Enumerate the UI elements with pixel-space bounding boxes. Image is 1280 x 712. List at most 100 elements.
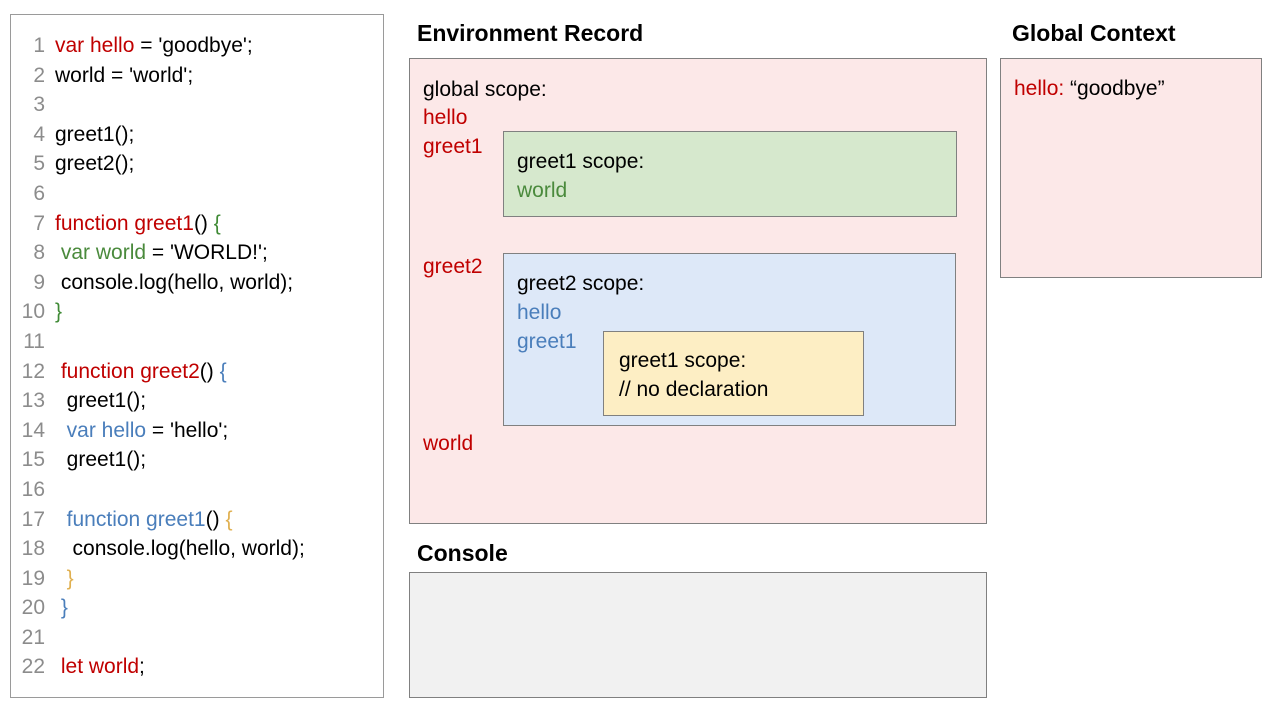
code-token: {: [207, 211, 221, 235]
code-token: greet1();: [55, 122, 135, 146]
code-line[interactable]: 19 }: [11, 564, 383, 594]
code-line[interactable]: 11: [11, 327, 383, 357]
code-line[interactable]: 1 var hello = 'goodbye';: [11, 31, 383, 61]
line-number: 21: [21, 625, 45, 649]
code-token: console.log(hello, world);: [72, 537, 305, 561]
code-line[interactable]: 10}: [11, 297, 383, 327]
code-text: greet1();: [55, 386, 146, 416]
code-token: }: [60, 596, 68, 620]
code-line[interactable]: 17 function greet1() {: [11, 505, 383, 535]
code-line[interactable]: 8 var world = 'WORLD!';: [11, 238, 383, 268]
code-text: greet1();: [55, 120, 134, 150]
code-line[interactable]: 2 world = 'world';: [11, 61, 383, 91]
line-number: 7: [33, 211, 45, 235]
line-number: 8: [33, 241, 45, 265]
code-token: }: [55, 300, 63, 324]
code-line[interactable]: 14 var hello = 'hello';: [11, 416, 383, 446]
code-token: var hello: [55, 34, 135, 57]
greet1-scope-box: greet1 scope: world: [503, 131, 957, 217]
code-text: var hello = 'goodbye';: [55, 31, 253, 61]
code-token: var world: [60, 241, 147, 265]
code-token: (): [193, 211, 208, 235]
code-line[interactable]: 12 function greet2() {: [11, 357, 383, 387]
code-text: let world;: [55, 652, 145, 682]
line-number: 1: [33, 34, 45, 57]
code-text: console.log(hello, world);: [55, 534, 305, 564]
line-number: 6: [33, 181, 45, 205]
global-binding-greet2: greet2: [423, 255, 483, 278]
code-line-list: 1 var hello = 'goodbye'; 2 world = 'world';…: [11, 15, 383, 682]
greet1-binding-world: world: [517, 179, 568, 202]
code-token: function greet1: [66, 507, 206, 531]
line-number: 19: [21, 566, 45, 590]
code-line[interactable]: 15 greet1();: [11, 445, 383, 475]
line-number: 4: [33, 122, 45, 146]
line-number: 13: [21, 389, 45, 413]
code-text: console.log(hello, world);: [55, 268, 293, 298]
code-token: function greet2: [60, 359, 200, 383]
code-token: greet1();: [66, 448, 147, 472]
code-token: (): [205, 507, 220, 531]
greet1-inner-scope-label: greet1 scope:: [619, 349, 747, 372]
code-line[interactable]: 16: [11, 475, 383, 505]
line-number: 2: [33, 63, 45, 87]
code-text: function greet2() {: [55, 357, 227, 387]
code-line[interactable]: 9 console.log(hello, world);: [11, 268, 383, 298]
greet2-binding-hello: hello: [517, 301, 562, 324]
code-line[interactable]: 4 greet1();: [11, 120, 383, 150]
code-line[interactable]: 21: [11, 623, 383, 653]
greet1-inner-scope-box: greet1 scope: // no declaration: [603, 331, 864, 416]
greet2-scope-box: greet2 scope: hello greet1 greet1 scope:…: [503, 253, 956, 426]
code-line[interactable]: 22 let world;: [11, 652, 383, 682]
code-text: function greet1() {: [55, 505, 233, 535]
code-text: greet1();: [55, 445, 146, 475]
code-token: var hello: [66, 418, 147, 442]
line-number: 12: [21, 359, 45, 383]
global-context-entry: hello: “goodbye”: [1014, 75, 1165, 103]
line-number: 11: [23, 329, 45, 353]
line-number: 5: [33, 152, 45, 176]
global-context-panel: hello: “goodbye”: [1000, 58, 1262, 278]
line-number: 14: [21, 418, 45, 442]
code-token: world = 'world';: [55, 63, 194, 87]
code-token: greet2();: [55, 152, 135, 176]
code-token: console.log(hello, world);: [60, 270, 294, 294]
global-context-entry-key: hello:: [1014, 77, 1065, 100]
code-line[interactable]: 18 console.log(hello, world);: [11, 534, 383, 564]
code-token: ;: [139, 655, 145, 679]
line-number: 3: [33, 93, 45, 117]
global-scope-label: global scope:: [423, 78, 547, 101]
code-editor-panel[interactable]: 1 var hello = 'goodbye'; 2 world = 'world';…: [10, 14, 384, 698]
greet2-binding-greet1: greet1: [517, 330, 577, 353]
line-number: 15: [21, 448, 45, 472]
code-text: var hello = 'hello';: [55, 416, 229, 446]
greet1-inner-no-declaration-note: // no declaration: [619, 378, 769, 401]
console-title: Console: [417, 540, 508, 566]
global-context-title: Global Context: [1012, 20, 1176, 46]
code-text: }: [55, 593, 68, 623]
code-line[interactable]: 13 greet1();: [11, 386, 383, 416]
code-token: {: [219, 507, 233, 531]
code-line[interactable]: 3: [11, 90, 383, 120]
line-number: 18: [21, 537, 45, 561]
code-token: (): [199, 359, 214, 383]
global-binding-hello: hello: [423, 106, 468, 129]
code-token: = 'hello';: [146, 418, 229, 442]
code-line[interactable]: 6: [11, 179, 383, 209]
code-token: = 'WORLD!';: [146, 241, 268, 265]
global-context-entry-value: “goodbye”: [1064, 77, 1165, 100]
line-number: 17: [21, 507, 45, 531]
code-line[interactable]: 5 greet2();: [11, 149, 383, 179]
console-output-panel[interactable]: [409, 572, 987, 698]
code-line[interactable]: 20 }: [11, 593, 383, 623]
code-text: }: [55, 564, 74, 594]
environment-record-title: Environment Record: [417, 20, 644, 46]
line-number: 10: [21, 300, 45, 324]
global-binding-world: world: [423, 432, 474, 455]
greet1-scope-label: greet1 scope:: [517, 150, 645, 173]
code-token: greet1();: [66, 389, 147, 413]
code-text: world = 'world';: [55, 61, 193, 91]
code-text: }: [55, 297, 62, 327]
line-number: 9: [33, 270, 45, 294]
